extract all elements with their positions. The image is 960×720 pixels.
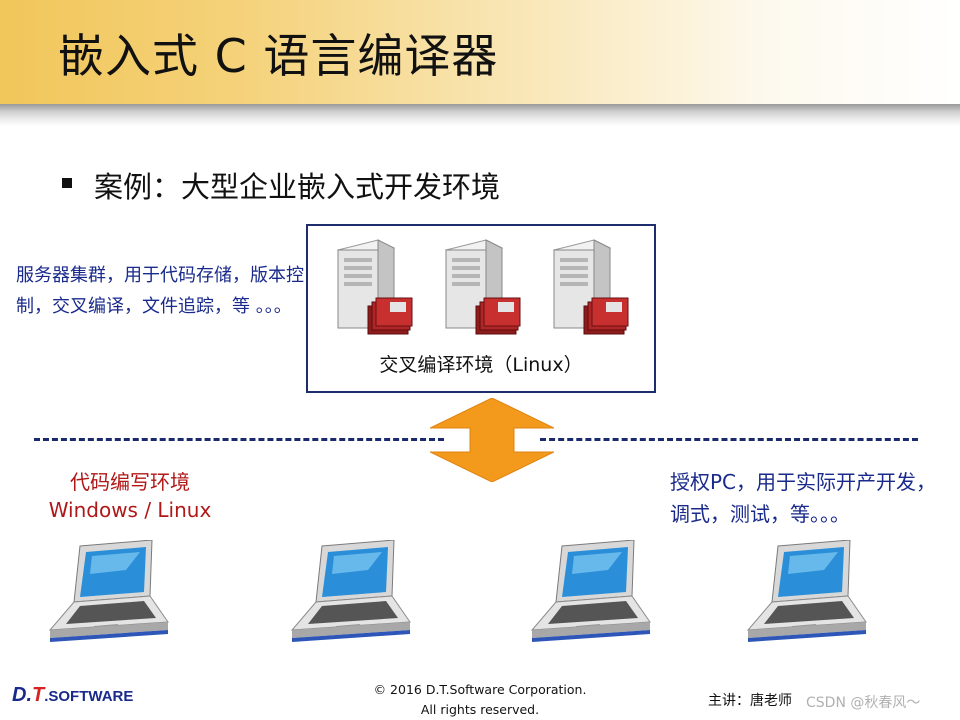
laptop-icon [48, 540, 169, 642]
bullet-marker [62, 178, 72, 188]
copyright-line1: © 2016 D.T.Software Corporation. [373, 682, 587, 697]
title-bar [0, 0, 960, 104]
laptop-icon [746, 540, 867, 642]
copyright: © 2016 D.T.Software Corporation. All rig… [330, 680, 630, 720]
server-icon [552, 239, 629, 335]
dt-software-logo: D.T.SOFTWARE [12, 684, 134, 706]
cross-compile-box: 交叉编译环境（Linux） [306, 224, 656, 393]
title-shadow [0, 104, 960, 126]
dev-env-title: 代码编写环境 [70, 470, 190, 494]
server-cluster-note: 服务器集群，用于代码存储，版本控制，交叉编译，文件追踪，等 。。。 [16, 265, 304, 317]
double-arrow-icon [430, 398, 554, 482]
licensed-pc-note: 授权PC，用于实际开产开发，调式，测试，等。。。 [670, 470, 937, 526]
divider-line-right [540, 438, 918, 441]
cross-compile-label: 交叉编译环境（Linux） [379, 354, 583, 376]
laptop-icon [530, 540, 651, 642]
dev-env-os: Windows / Linux [48, 498, 212, 522]
server-icon [336, 239, 413, 335]
presenter-label: 主讲：唐老师 [708, 693, 792, 709]
watermark: CSDN @秋春风～ [806, 695, 921, 711]
server-icon [444, 239, 521, 335]
slide-title: 嵌入式 C 语言编译器 [58, 29, 499, 83]
laptop-icon [290, 540, 411, 642]
bullet-text: 案例：大型企业嵌入式开发环境 [94, 170, 501, 204]
copyright-line2: All rights reserved. [420, 702, 540, 717]
divider-line-left [34, 438, 444, 441]
